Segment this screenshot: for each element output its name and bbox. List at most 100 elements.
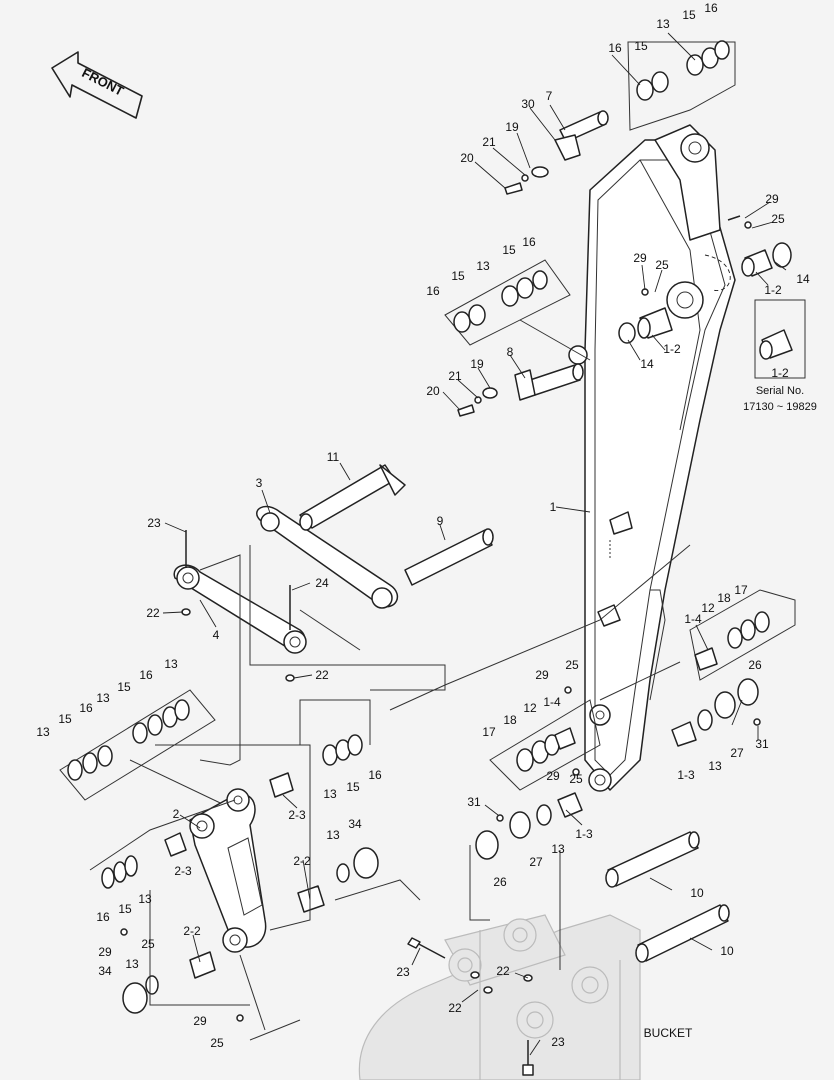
front-arrow: FRONT (51, 51, 143, 119)
callout: 17 (734, 583, 748, 597)
callout: 27 (529, 855, 543, 869)
callout: 21 (448, 369, 462, 383)
callout: 2-3 (174, 864, 192, 878)
callout: 15 (682, 8, 696, 22)
callout: 1-2 (771, 366, 789, 380)
callout: 1-3 (575, 827, 593, 841)
callout: 16 (426, 284, 440, 298)
callout: 22 (496, 964, 510, 978)
callout: 25 (655, 258, 669, 272)
callout: 13 (323, 787, 337, 801)
callout: 12 (523, 701, 537, 715)
leader-lines (162, 32, 787, 1056)
callout: 29 (98, 945, 112, 959)
washer-stack-left (59, 689, 216, 801)
callout: 25 (771, 212, 785, 226)
serial-box (754, 299, 806, 379)
callout: 13 (326, 828, 340, 842)
callout: 15 (346, 780, 360, 794)
callout: 16 (704, 1, 718, 15)
washer-stack-left-lower (489, 686, 601, 791)
callout: 24 (315, 576, 329, 590)
callout: 3 (256, 476, 263, 490)
callout: 26 (748, 658, 762, 672)
link-2-bushings (101, 734, 379, 1022)
callout: 13 (551, 842, 565, 856)
bushing-1-2-mid (618, 288, 673, 344)
callout: 34 (348, 817, 362, 831)
bushing-1-2-right (727, 215, 792, 277)
callout: 16 (96, 910, 110, 924)
callout: 15 (117, 680, 131, 694)
link-3 (256, 505, 399, 609)
callout: 25 (141, 937, 155, 951)
callout: 20 (426, 384, 440, 398)
callout: 19 (505, 120, 519, 134)
callout: 11 (327, 450, 340, 464)
callout: 25 (569, 772, 583, 786)
callout: 15 (118, 902, 132, 916)
arm-part-1 (568, 124, 736, 792)
serial-range: 17130 ~ 19829 (743, 401, 817, 413)
callout: 29 (535, 668, 549, 682)
callout: 29 (633, 251, 647, 265)
callout: 15 (502, 243, 516, 257)
callout: 13 (36, 725, 50, 739)
callout: 2 (173, 807, 180, 821)
serial-label: Serial No. (756, 385, 804, 397)
callout: 16 (522, 235, 536, 249)
callout: 14 (796, 272, 810, 286)
washer-stack-mid (444, 259, 591, 361)
callout: 4 (213, 628, 220, 642)
callout: 19 (470, 357, 484, 371)
callout: 25 (210, 1036, 224, 1050)
washer-stack-top (627, 40, 736, 131)
pin-8-group (457, 363, 584, 417)
callout: 29 (546, 769, 560, 783)
bucket (358, 914, 641, 1080)
callout: 26 (493, 875, 507, 889)
pin-7-group (504, 110, 609, 195)
pin-9 (404, 528, 494, 586)
callout-labels: 15 16 13 16 15 30 7 19 21 20 29 25 29 25… (36, 1, 810, 1050)
callout: 31 (467, 795, 481, 809)
callout: 18 (503, 713, 517, 727)
bucket-label: BUCKET (644, 1026, 693, 1040)
callout: 25 (565, 658, 579, 672)
callout: 12 (701, 601, 715, 615)
link-2 (189, 788, 267, 953)
callout: 1-4 (543, 695, 561, 709)
callout: 1-4 (684, 612, 702, 626)
callout: 22 (315, 668, 329, 682)
callout: 1-2 (764, 283, 782, 297)
callout: 8 (507, 345, 514, 359)
pins-10 (605, 831, 730, 963)
callout: 2-3 (288, 808, 306, 822)
callout: 13 (656, 17, 670, 31)
callout: 29 (765, 192, 779, 206)
callout: 27 (730, 746, 744, 760)
callout: 15 (451, 269, 465, 283)
callout: 13 (476, 259, 490, 273)
callout: 31 (755, 737, 769, 751)
callout: 1 (550, 500, 557, 514)
callout: 2-2 (293, 854, 311, 868)
callout: 10 (690, 886, 704, 900)
callout: 16 (79, 701, 93, 715)
callout: 29 (193, 1014, 207, 1028)
callout: 23 (396, 965, 410, 979)
callout: 34 (98, 964, 112, 978)
pin-11 (299, 464, 406, 531)
callout: 14 (640, 357, 654, 371)
callout: 18 (717, 591, 731, 605)
callout: 16 (608, 41, 622, 55)
callout: 17 (482, 725, 496, 739)
callout: 15 (634, 39, 648, 53)
callout: 22 (448, 1001, 462, 1015)
callout: 16 (139, 668, 153, 682)
callout: 1-3 (677, 768, 695, 782)
callout: 9 (437, 514, 444, 528)
callout: 30 (521, 97, 535, 111)
callout: 1-2 (663, 342, 681, 356)
bushing-1-3-lower (469, 792, 583, 970)
